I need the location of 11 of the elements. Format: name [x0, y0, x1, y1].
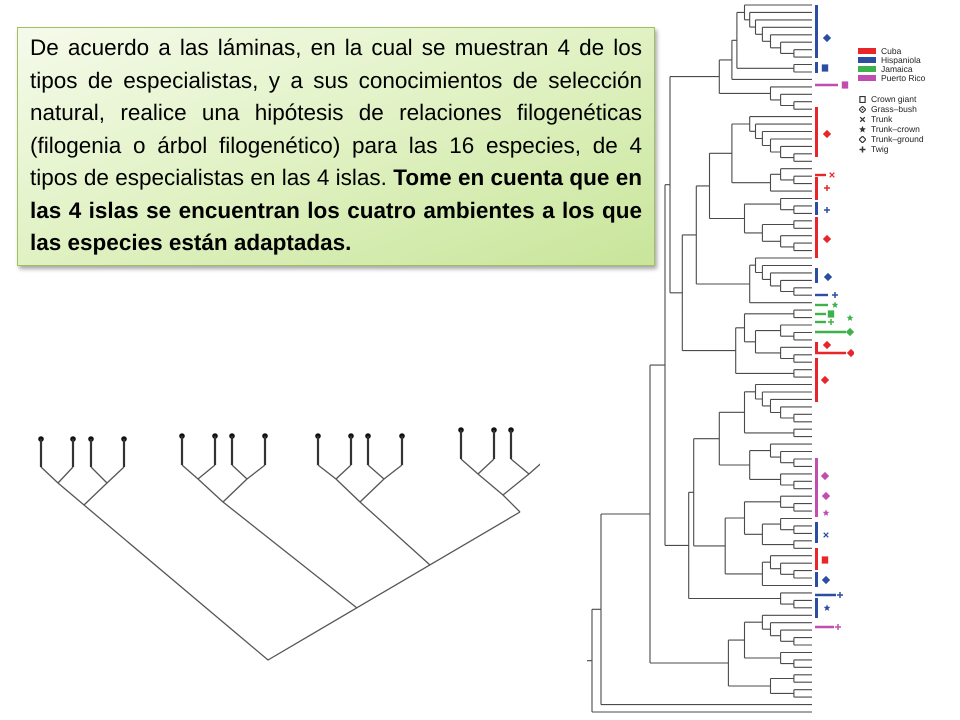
- legend-label: Hispaniola: [881, 56, 921, 65]
- legend-label: Puerto Rico: [881, 74, 926, 83]
- legend-label: Trunk–ground: [871, 135, 924, 144]
- legend-label: Grass–bush: [871, 105, 917, 114]
- legend-label: Crown giant: [871, 95, 916, 104]
- legend-label: Jamaica: [881, 65, 913, 74]
- legend-label: Trunk–crown: [871, 125, 920, 134]
- legend-label: Trunk: [871, 115, 892, 124]
- legend-label: Twig: [871, 145, 888, 154]
- instruction-text: De acuerdo a las láminas, en la cual se muestran 4 de los tipos de especialistas, y a sus conocimientos de selección natural, realice una hipótesis de relaciones filogenéticas (filogenia o árbol filogenético) para las 16 especies, de 4 tipos de especialistas en las 4 islas. Tome en cuenta que en las 4 islas se encuentran los cuatro ambientes a los que las especies están adaptadas.: [30, 34, 642, 257]
- legend-label: Cuba: [881, 47, 902, 56]
